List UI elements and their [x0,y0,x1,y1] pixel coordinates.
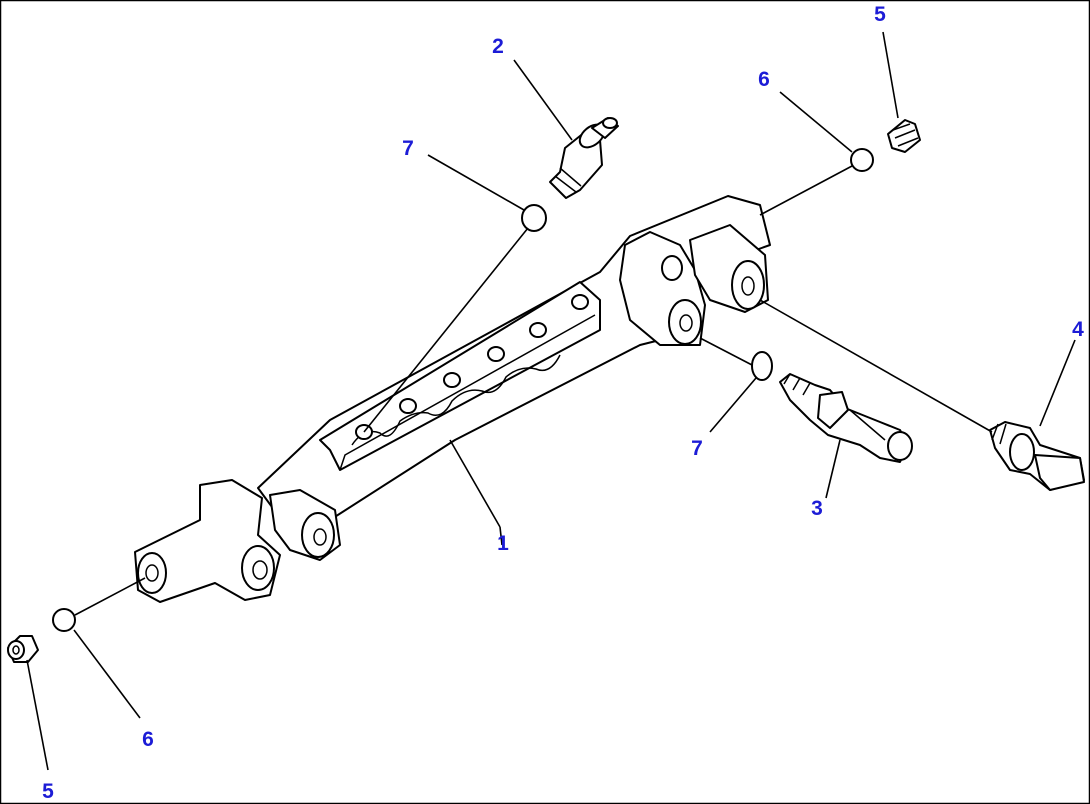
washer-bottom-part-7 [751,351,773,381]
sensor-part-3 [779,373,913,463]
callout-3: 3 [811,497,823,520]
washer-top-part-7 [521,204,547,232]
fuel-rail-part [134,195,771,603]
callout-7-bottom: 7 [691,437,703,460]
callout-4: 4 [1072,318,1084,341]
callout-5-top: 5 [874,3,886,26]
callout-2: 2 [492,35,504,58]
plug-bottom-part-5 [7,635,39,663]
callout-labels: 1 2 3 4 5 5 6 6 7 7 [42,3,1084,803]
callout-1: 1 [497,532,509,555]
callout-7-top: 7 [402,137,414,160]
ball-bottom-part-6 [52,608,76,632]
rail-bosses [351,294,589,446]
ball-top-part-6 [850,148,874,172]
leader-lines [26,31,1076,771]
valve-part-2 [549,117,619,199]
callout-6-bottom: 6 [142,728,154,751]
sensor-part-4 [989,421,1085,491]
plug-top-part-5 [887,119,921,153]
callout-6-top: 6 [758,68,770,91]
callout-5-bottom: 5 [42,780,54,803]
